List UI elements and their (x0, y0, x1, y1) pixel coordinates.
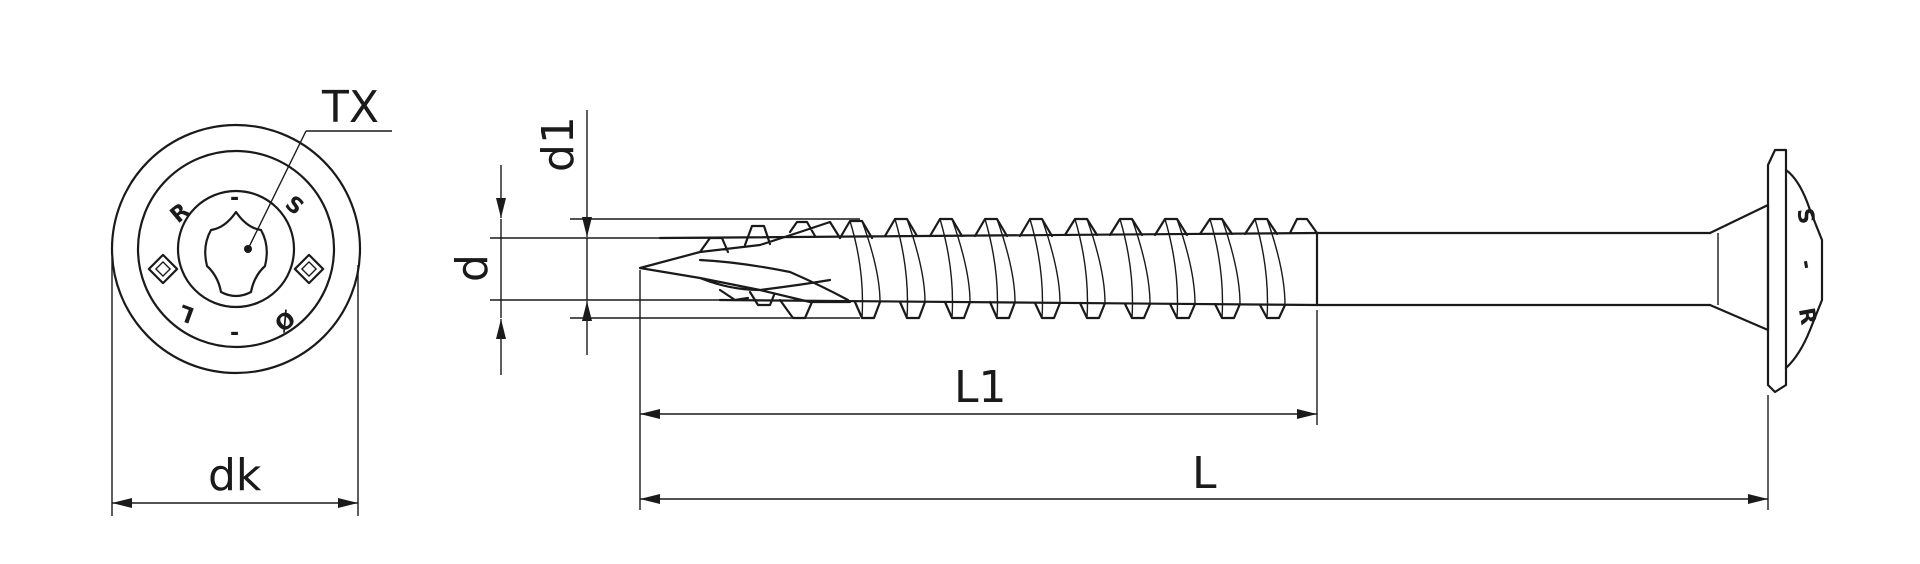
side-head-mark-dash: - (1793, 258, 1819, 271)
dk-label: dk (208, 450, 262, 501)
head-mark-top-dash: - (230, 186, 239, 211)
head-mark-r: R (166, 199, 195, 229)
side-head-mark-r: R (1793, 306, 1821, 327)
head-cap-profile (1784, 168, 1824, 370)
thread-flanks (849, 218, 1286, 319)
d1-label: d1 (533, 116, 584, 172)
head-top-view: R - S L - Ø TX dk (110, 82, 392, 516)
thread-core-top (658, 231, 1319, 240)
head-inner-circle (136, 149, 336, 349)
head-mark-bottom-dash: - (230, 321, 239, 346)
head-mark-l: L (176, 299, 198, 327)
screw-side-view: S - R d1 d L1 L (447, 110, 1824, 510)
diamond-symbol-right-icon (293, 253, 325, 285)
thread-crests (838, 217, 1319, 320)
torx-recess (204, 210, 268, 298)
side-head-mark-s: S (1791, 206, 1818, 226)
l1-label: L1 (954, 362, 1007, 413)
tx-label: TX (321, 82, 379, 133)
thread-core-bottom (718, 298, 1319, 307)
recess-circle (176, 189, 296, 309)
d-label: d (447, 254, 498, 282)
washer-head (1766, 148, 1788, 394)
head-outer-circle (110, 123, 362, 375)
head-mark-diameter: Ø (271, 307, 302, 338)
diamond-symbol-left-icon (147, 253, 179, 285)
tx-leader-line (247, 130, 307, 250)
l-label: L (1192, 448, 1217, 499)
